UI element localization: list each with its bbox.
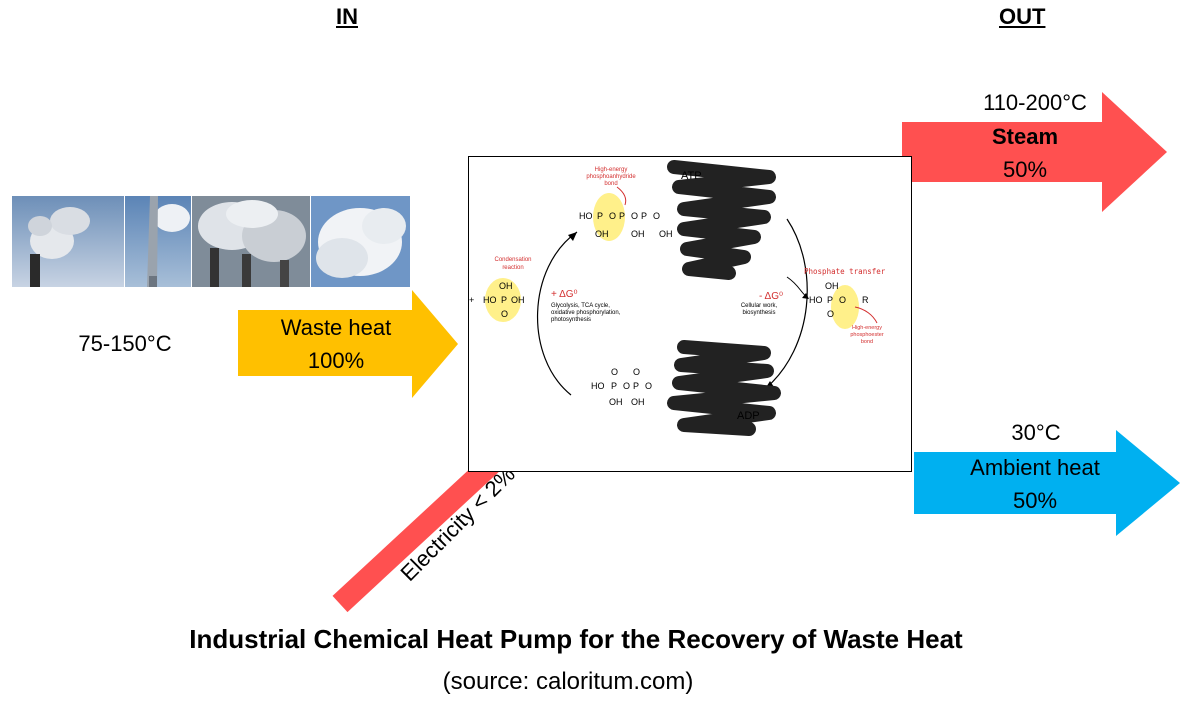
cycle-arrow-right xyxy=(764,218,808,390)
ambient-temperature: 30°C xyxy=(1011,420,1061,445)
atp-o2: O xyxy=(631,211,638,221)
atp-p3: P xyxy=(641,211,647,221)
pi-p: P xyxy=(501,295,507,305)
ambient-heat-arrow xyxy=(914,430,1180,536)
adp-o-top2: O xyxy=(633,367,640,377)
atp-redaction-scribble xyxy=(667,160,776,280)
smokestack-photo-2 xyxy=(125,196,191,287)
pi-oh-right: OH xyxy=(511,295,525,305)
pi-ho: HO xyxy=(483,295,497,305)
input-temperature: 75-150°C xyxy=(78,331,172,356)
pi-o: O xyxy=(501,309,508,319)
pr-o: O xyxy=(839,295,846,305)
adp-p1: P xyxy=(611,381,617,391)
out-header: OUT xyxy=(999,4,1046,29)
plus-sign: + xyxy=(469,295,474,305)
catabolism-line3: photosynthesis xyxy=(551,317,591,323)
high-energy-top-pointer xyxy=(616,186,627,206)
phosphate-blob-top xyxy=(593,193,625,241)
high-energy-right-pointer xyxy=(854,306,878,324)
catabolism-line2: oxidative phosphorylation, xyxy=(551,310,621,316)
phosphate-blob-left xyxy=(485,278,521,322)
adp-oh2: OH xyxy=(631,397,645,407)
cycle-arrow-left-head xyxy=(568,232,577,241)
atp-ho: HO xyxy=(579,211,593,221)
smokestack-photo-4 xyxy=(311,196,410,287)
high-energy-right-line2: phosphoester xyxy=(850,332,883,338)
adp-ho: HO xyxy=(591,381,605,391)
ambient-heat-percent: 50% xyxy=(1012,488,1058,513)
steam-arrow xyxy=(902,92,1167,212)
pi-oh-top: OH xyxy=(499,281,513,291)
high-energy-right-line1: High-energy xyxy=(852,325,882,331)
pr-ho: HO xyxy=(809,295,823,305)
atp-p2: P xyxy=(619,211,625,221)
smokestack-photos-svg xyxy=(12,196,410,287)
atp-oh1: OH xyxy=(595,229,609,239)
waste-heat-arrow xyxy=(238,290,458,398)
condensation-line2: reaction xyxy=(502,265,523,271)
adp-redaction-scribble xyxy=(667,340,781,436)
adp-label: ADP xyxy=(737,410,760,422)
high-energy-top-line2: phosphoanhydride xyxy=(586,174,636,180)
atp-o1: O xyxy=(609,211,616,221)
plus-delta-g: + ΔG⁰ xyxy=(551,289,578,300)
smokestack-photos xyxy=(12,196,410,287)
phosphate-blob-right xyxy=(831,285,859,329)
atp-label: ATP xyxy=(681,170,702,182)
steam-percent: 50% xyxy=(1002,157,1048,182)
caption-title: Industrial Chemical Heat Pump for the Re… xyxy=(189,624,963,654)
adp-oh1: OH xyxy=(609,397,623,407)
in-header: IN xyxy=(336,4,358,29)
minus-delta-g: - ΔG⁰ xyxy=(759,291,783,302)
adp-o-top1: O xyxy=(611,367,618,377)
atp-oh3: OH xyxy=(659,229,673,239)
atp-cycle-diagram: High-energy phosphoanhydride bond HO P O… xyxy=(468,156,912,472)
pr-oh-top: OH xyxy=(825,281,839,291)
atp-cycle-svg: High-energy phosphoanhydride bond HO P O… xyxy=(469,160,886,436)
high-energy-right-line3: bond xyxy=(861,339,873,345)
steam-label: Steam xyxy=(991,124,1059,149)
pr-r: R xyxy=(862,295,869,305)
high-energy-top-line3: bond xyxy=(604,181,617,187)
adp-o2: O xyxy=(645,381,652,391)
work-line2: biosynthesis xyxy=(742,310,775,316)
work-line1: Cellular work, xyxy=(741,303,778,309)
atp-oh2: OH xyxy=(631,229,645,239)
pr-o-bottom: O xyxy=(827,309,834,319)
waste-heat-percent: 100% xyxy=(307,348,365,373)
cycle-arrow-left xyxy=(536,231,578,396)
smokestack-photo-1 xyxy=(12,196,124,287)
smokestack-photo-3 xyxy=(192,196,310,287)
atp-o3: O xyxy=(653,211,660,221)
high-energy-top-line1: High-energy xyxy=(595,167,628,173)
pr-p: P xyxy=(827,295,833,305)
catabolism-line1: Glycolysis, TCA cycle, xyxy=(551,303,610,309)
caption-source: (source: caloritum.com) xyxy=(442,668,694,695)
phosphate-transfer-label: Phosphate transfer xyxy=(804,267,886,276)
adp-p2: P xyxy=(633,381,639,391)
transfer-arrow-head xyxy=(802,293,809,299)
adp-o1: O xyxy=(623,381,630,391)
condensation-line1: Condensation xyxy=(494,257,531,263)
transfer-arrow xyxy=(786,276,808,298)
steam-temperature: 110-200°C xyxy=(983,90,1087,115)
waste-heat-label: Waste heat xyxy=(280,315,392,340)
atp-p1: P xyxy=(597,211,603,221)
ambient-heat-label: Ambient heat xyxy=(970,455,1100,480)
